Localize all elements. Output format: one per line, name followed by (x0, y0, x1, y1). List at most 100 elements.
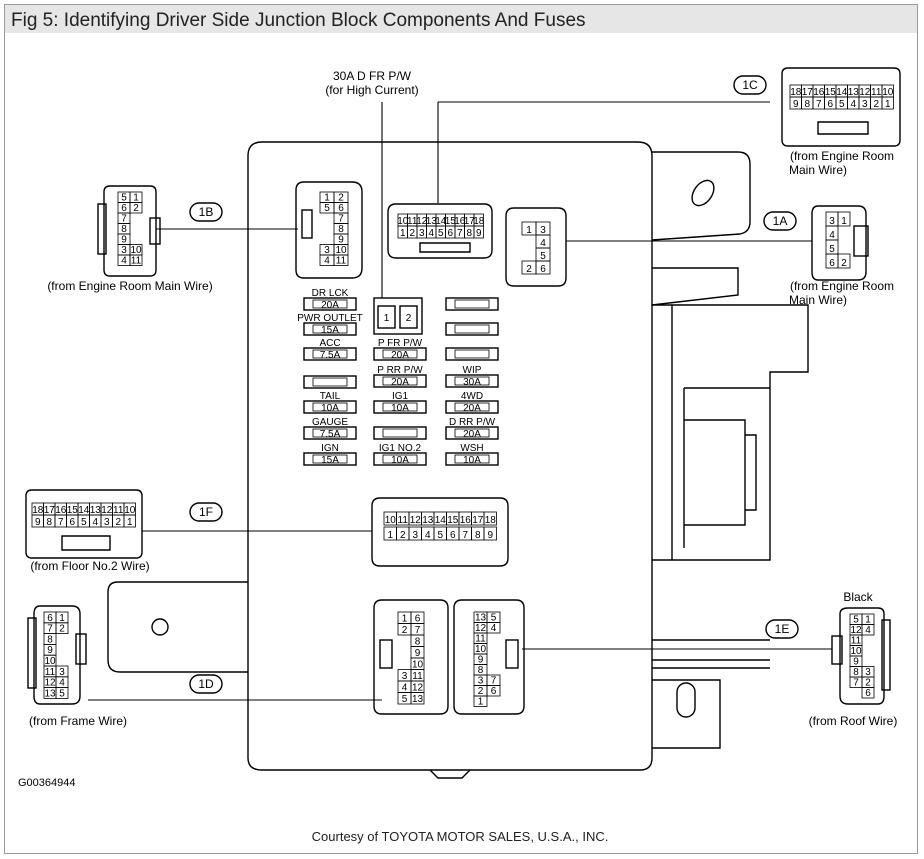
pin-label: 11 (336, 256, 347, 267)
pin-label: 3 (59, 667, 65, 678)
pin-label: 11 (475, 634, 486, 645)
pin-label: 9 (35, 517, 41, 528)
pin-label: 6 (827, 99, 833, 110)
pin-label: 7 (457, 228, 463, 239)
captions: 30A D FR P/W (for High Current) (from En… (18, 69, 897, 844)
pin-label: 7 (58, 517, 64, 528)
pin-label: 9 (121, 235, 127, 246)
relay-pin-2: 2 (406, 313, 412, 324)
pin-label: 15 (447, 515, 459, 526)
pin-label: 12 (416, 216, 428, 227)
fuse-amp-d-rr-pw: 20A (463, 429, 481, 440)
pin-label: 3 (121, 245, 127, 256)
pin-label: 17 (464, 216, 476, 227)
fuse-amp-ig1: 10A (391, 403, 409, 414)
pin-label: 13 (848, 87, 860, 98)
jb-connector-1B (295, 181, 363, 279)
fuse-name-p-fr-pw: P FR P/W (378, 338, 423, 349)
fuse-amp-tail: 10A (321, 403, 339, 414)
pin-label: 9 (415, 648, 421, 659)
pin-label: 6 (121, 203, 127, 214)
pin-label: 1 (841, 216, 847, 227)
pin-label: 5 (81, 517, 87, 528)
pin-label: 5 (829, 244, 835, 255)
fuse-name-wsh: WSH (460, 443, 483, 454)
pin-label: 7 (121, 214, 127, 225)
callout-1B-label: 1B (199, 205, 214, 219)
fuse-name-ig1-no2: IG1 NO.2 (379, 443, 422, 454)
pin-label: 6 (865, 688, 871, 699)
caption-1C-line1: (from Engine Room (790, 149, 894, 163)
pin-label: 10 (44, 656, 56, 667)
pin-label: 14 (78, 505, 90, 516)
pin-label: 13 (44, 688, 56, 699)
pin-label: 2 (402, 625, 408, 636)
fuse-amp-dr-lck: 20A (321, 300, 339, 311)
pin-label: 11 (398, 515, 409, 526)
callout-1C-label: 1C (742, 78, 758, 92)
pin-label: 16 (454, 216, 466, 227)
pin-label: 5 (491, 613, 497, 624)
pin-label: 3 (862, 99, 868, 110)
pin-label: 3 (412, 530, 418, 541)
fuse-amp-ig1-no2: 10A (391, 455, 409, 466)
callouts: 1B 1C 1A 1F 1D 1E (189, 75, 799, 694)
pin-label: 17 (44, 505, 56, 516)
pin-label: 13 (426, 216, 438, 227)
plug-1C (781, 67, 901, 147)
relay-pin-1: 1 (384, 313, 390, 324)
fuse-amp-wsh: 10A (463, 455, 481, 466)
pin-label: 4 (402, 683, 408, 694)
pin-label: 4 (850, 99, 856, 110)
pin-label: 16 (460, 515, 472, 526)
caption-1B: (from Engine Room Main Wire) (47, 279, 212, 293)
pin-label: 5 (853, 615, 859, 626)
pin-label: 3 (402, 671, 408, 682)
fuse-blank (445, 322, 499, 336)
fuse-name-ign: IGN (321, 443, 339, 454)
pin-label: 3 (478, 676, 484, 687)
fuse-name-dr-lck: DR LCK (312, 288, 349, 299)
pin-label: 13 (90, 505, 102, 516)
fuse-amp-ign: 15A (321, 455, 339, 466)
pin-label: 5 (540, 251, 546, 262)
pin-label: 2 (59, 624, 65, 635)
pin-label: 12 (475, 623, 487, 634)
callout-1E-label: 1E (775, 622, 790, 636)
pin-label: 6 (47, 613, 53, 624)
pin-label: 7 (853, 678, 859, 689)
pin-label: 6 (829, 258, 835, 269)
pin-label: 1 (59, 613, 65, 624)
pin-label: 4 (121, 256, 127, 267)
fuse-amp-p-rr-pw: 20A (391, 377, 409, 388)
pin-label: 2 (478, 686, 484, 697)
callout-1B: 1B (189, 202, 223, 222)
plug-1F (25, 489, 143, 559)
pin-label: 11 (871, 87, 882, 98)
pin-label: 5 (324, 203, 330, 214)
plug-1E (839, 607, 885, 705)
pin-label: 6 (447, 228, 453, 239)
jb-connector-1C (387, 203, 493, 259)
fuse-amp-fwd: 20A (463, 403, 481, 414)
pin-label: 1 (387, 530, 393, 541)
fuse-amp-acc: 7.5A (320, 350, 341, 361)
pin-label: 11 (113, 505, 124, 516)
pin-label: 8 (338, 224, 344, 235)
pin-label: 1 (400, 228, 406, 239)
